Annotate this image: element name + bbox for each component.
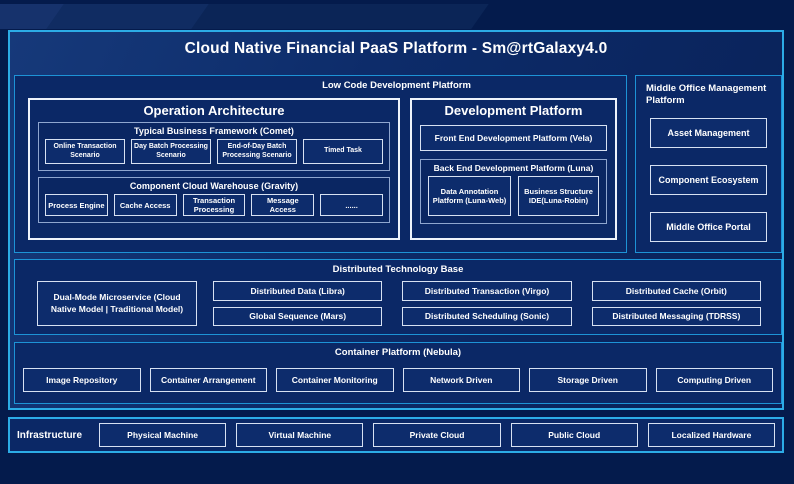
box-transaction-processing: Transaction Processing bbox=[182, 194, 246, 216]
header-deco-stripe bbox=[191, 4, 489, 29]
box-component-cloud-warehouse-gravity: Component Cloud Warehouse (Gravity) Proc… bbox=[38, 177, 390, 223]
box-end-of-day-batch-processing-scenario: End-of-Day Batch Processing Scenario bbox=[217, 139, 297, 164]
box-data-annotation-platform-luna-web: Data Annotation Platform (Luna-Web) bbox=[428, 176, 511, 216]
box-business-structure-ide-luna-robin: Business Structure IDE(Luna-Robin) bbox=[518, 176, 599, 216]
box-distributed-cache-orbit: Distributed Cache (Orbit) bbox=[591, 281, 761, 301]
box-ellipsis-more: ...... bbox=[320, 194, 383, 216]
section-container-platform-nebula: Container Platform (Nebula) Image Reposi… bbox=[14, 342, 782, 404]
box-asset-management: Asset Management bbox=[650, 118, 767, 148]
box-online-transaction-scenario: Online Transaction Scenario bbox=[45, 139, 125, 164]
backend-leaf-row: Data Annotation Platform (Luna-Web) Busi… bbox=[428, 176, 599, 216]
box-process-engine: Process Engine bbox=[45, 194, 108, 216]
box-day-batch-processing-scenario: Day Batch Processing Scenario bbox=[131, 139, 211, 164]
box-middle-office-portal: Middle Office Portal bbox=[650, 212, 767, 242]
box-operation-architecture: Operation Architecture Typical Business … bbox=[28, 98, 400, 240]
subbox-title: Back End Development Platform (Luna) bbox=[433, 163, 594, 173]
section-label: Middle Office Management Platform bbox=[646, 83, 767, 107]
section-distributed-technology-base: Distributed Technology Base Dual-Mode Mi… bbox=[14, 259, 782, 335]
container-platform-row: Image Repository Container Arrangement C… bbox=[23, 368, 773, 392]
box-virtual-machine: Virtual Machine bbox=[236, 423, 364, 447]
box-timed-task: Timed Task bbox=[303, 139, 383, 164]
section-label: Low Code Development Platform bbox=[322, 80, 471, 91]
distributed-grid: Distributed Data (Libra) Distributed Tra… bbox=[213, 281, 761, 326]
box-heading: Operation Architecture bbox=[143, 103, 285, 118]
box-distributed-data-libra: Distributed Data (Libra) bbox=[213, 281, 383, 301]
box-physical-machine: Physical Machine bbox=[99, 423, 227, 447]
box-cache-access: Cache Access bbox=[113, 194, 177, 216]
section-label: Distributed Technology Base bbox=[332, 264, 464, 275]
box-network-driven: Network Driven bbox=[402, 368, 520, 392]
box-component-ecosystem: Component Ecosystem bbox=[650, 165, 767, 195]
box-container-arrangement: Container Arrangement bbox=[149, 368, 267, 392]
box-storage-driven: Storage Driven bbox=[529, 368, 647, 392]
gravity-leaf-row: Process Engine Cache Access Transaction … bbox=[45, 194, 383, 216]
section-infrastructure: Infrastructure Physical Machine Virtual … bbox=[8, 417, 784, 453]
distributed-content: Dual-Mode Microservice (Cloud Native Mod… bbox=[37, 281, 761, 326]
box-front-end-development-platform-vela: Front End Development Platform (Vela) bbox=[420, 125, 607, 151]
box-dual-mode-microservice: Dual-Mode Microservice (Cloud Native Mod… bbox=[37, 281, 197, 326]
subbox-title: Typical Business Framework (Comet) bbox=[134, 126, 294, 136]
box-public-cloud: Public Cloud bbox=[510, 423, 638, 447]
box-development-platform: Development Platform Front End Developme… bbox=[410, 98, 617, 240]
box-private-cloud: Private Cloud bbox=[373, 423, 501, 447]
box-computing-driven: Computing Driven bbox=[655, 368, 773, 392]
section-label: Container Platform (Nebula) bbox=[334, 347, 462, 358]
subbox-title: Component Cloud Warehouse (Gravity) bbox=[129, 181, 299, 191]
section-label: Infrastructure bbox=[17, 429, 83, 441]
box-global-sequence-mars: Global Sequence (Mars) bbox=[213, 306, 383, 326]
box-heading: Development Platform bbox=[444, 103, 583, 118]
box-container-monitoring: Container Monitoring bbox=[276, 368, 394, 392]
box-localized-hardware: Localized Hardware bbox=[647, 423, 776, 447]
section-low-code-development-platform: Low Code Development Platform Operation … bbox=[14, 75, 627, 253]
section-middle-office-management-platform: Middle Office Management Platform Asset … bbox=[635, 75, 782, 253]
platform-panel: Cloud Native Financial PaaS Platform - S… bbox=[8, 30, 784, 410]
box-distributed-scheduling-sonic: Distributed Scheduling (Sonic) bbox=[402, 306, 572, 326]
box-typical-business-framework-comet: Typical Business Framework (Comet) Onlin… bbox=[38, 122, 390, 171]
box-back-end-development-platform-luna: Back End Development Platform (Luna) Dat… bbox=[420, 159, 607, 224]
box-distributed-messaging-tdrss: Distributed Messaging (TDRSS) bbox=[591, 306, 761, 326]
box-image-repository: Image Repository bbox=[23, 368, 141, 392]
box-distributed-transaction-virgo: Distributed Transaction (Virgo) bbox=[402, 281, 572, 301]
page-title: Cloud Native Financial PaaS Platform - S… bbox=[184, 40, 608, 57]
box-message-access: Message Access bbox=[251, 194, 315, 216]
middle-office-list: Asset Management Component Ecosystem Mid… bbox=[650, 118, 767, 242]
comet-leaf-row: Online Transaction Scenario Day Batch Pr… bbox=[45, 139, 383, 164]
